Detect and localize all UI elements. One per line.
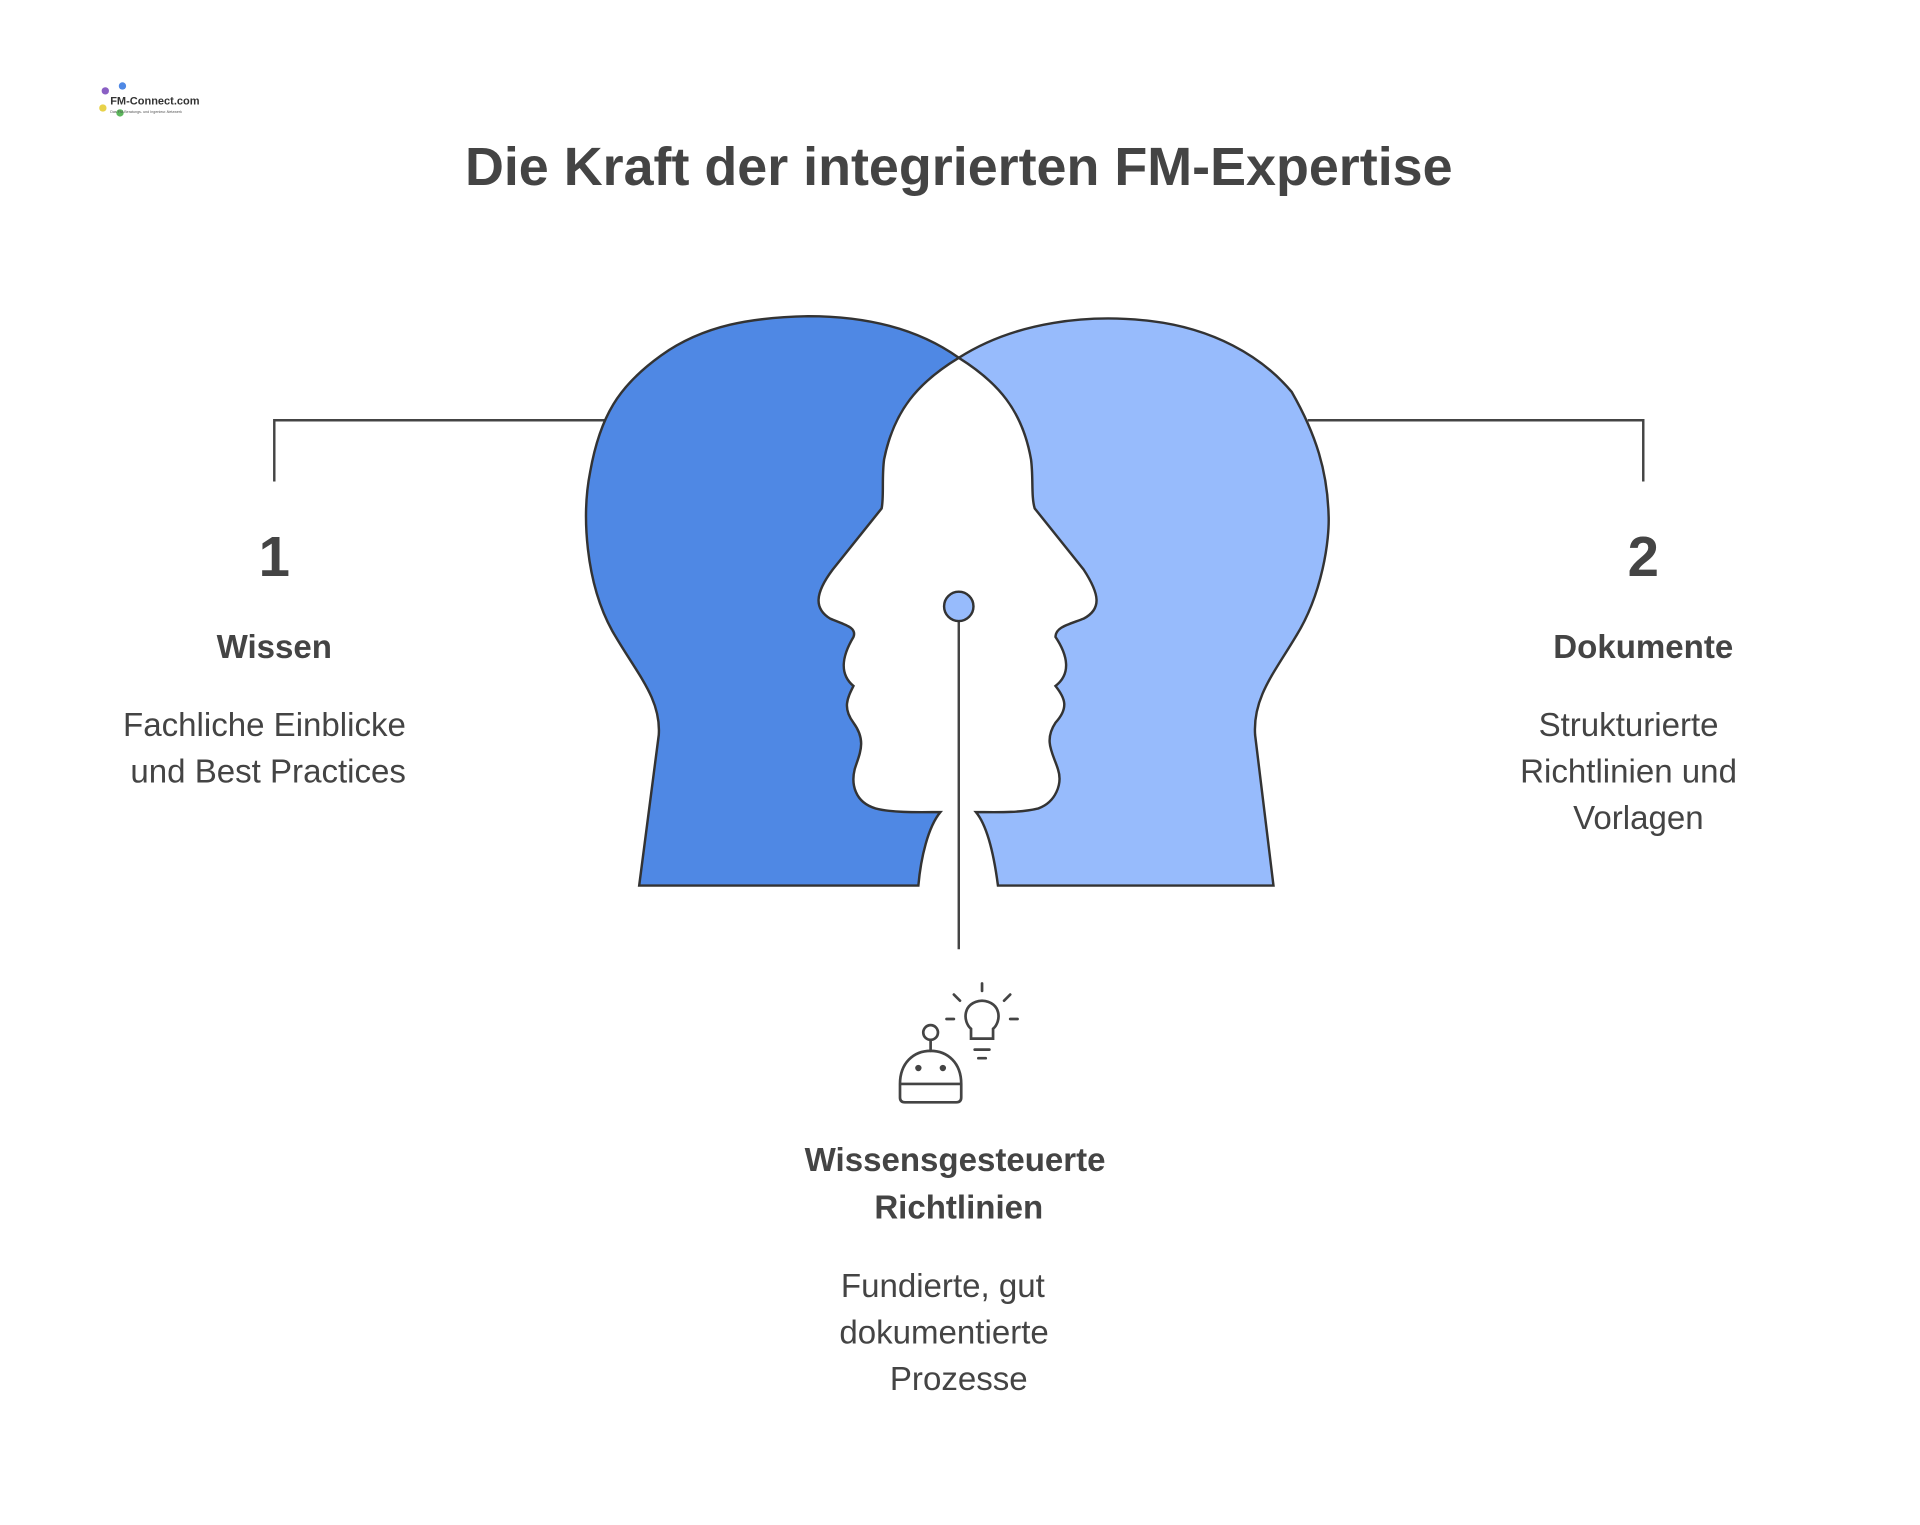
item-1-desc-2: und Best Practices	[130, 754, 406, 791]
logo: FM-Connect.com Das FM-Beratungs- und Ing…	[99, 82, 200, 117]
item-1-heading: Wissen	[217, 629, 332, 666]
item-3-desc-1: Fundierte, gut	[841, 1268, 1045, 1305]
left-head	[584, 314, 961, 887]
page-title: Die Kraft der integrierten FM-Expertise	[465, 137, 1453, 197]
logo-text: FM-Connect.com	[110, 95, 200, 107]
item-3-desc-2: dokumentierte	[839, 1315, 1048, 1352]
item-2-desc-1: Strukturierte	[1539, 707, 1719, 744]
logo-tagline: Das FM-Beratungs- und Ingenieur-Netzwerk	[110, 110, 182, 114]
connector-right	[1307, 419, 1645, 482]
right-head	[956, 317, 1330, 887]
item-1-desc-1: Fachliche Einblicke	[123, 707, 406, 744]
item-2-heading: Dokumente	[1553, 629, 1733, 666]
robot-lightbulb-icon	[898, 982, 1019, 1104]
item-3-heading-1: Wissensgesteuerte	[805, 1142, 1106, 1179]
item-3-heading-2: Richtlinien	[874, 1190, 1043, 1227]
connector-left	[273, 419, 609, 482]
item-2-desc-2: Richtlinien und	[1520, 754, 1737, 791]
center-dot	[942, 590, 975, 623]
item-2-desc-3: Vorlagen	[1573, 800, 1703, 837]
item-3-desc-3: Prozesse	[890, 1361, 1028, 1398]
item-1-number: 1	[259, 525, 290, 588]
item-2-number: 2	[1628, 525, 1659, 588]
